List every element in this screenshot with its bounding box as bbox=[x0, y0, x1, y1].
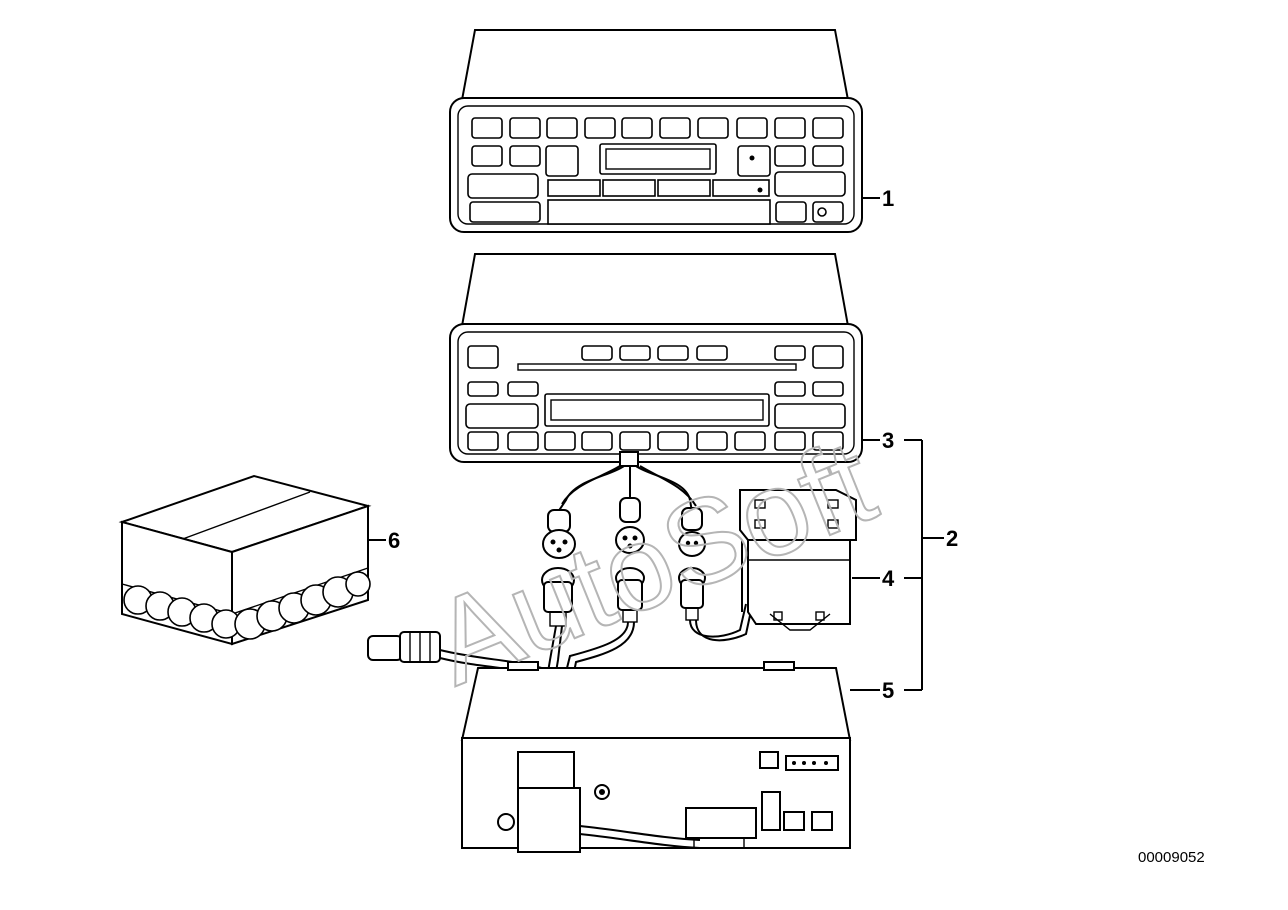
connector-socket-left bbox=[541, 567, 575, 627]
group-bracket-2 bbox=[904, 439, 944, 691]
callout-5[interactable]: 5 bbox=[882, 678, 894, 703]
connector-socket-right bbox=[678, 567, 706, 621]
connector-plug-right bbox=[678, 507, 706, 557]
display-window bbox=[599, 143, 717, 175]
callout-4[interactable]: 4 bbox=[882, 566, 895, 591]
callout-1[interactable]: 1 bbox=[882, 186, 894, 211]
cd-slot bbox=[517, 363, 797, 371]
box-6[interactable] bbox=[118, 474, 372, 646]
connector-plug-middle bbox=[615, 497, 645, 554]
bracket-4[interactable] bbox=[739, 489, 857, 631]
roll-circles bbox=[123, 571, 371, 640]
callout-3[interactable]: 3 bbox=[882, 428, 894, 453]
reference-number: 00009052 bbox=[1138, 849, 1205, 866]
button-row-top bbox=[471, 117, 844, 139]
connector-socket-middle bbox=[615, 567, 645, 623]
amplifier-5[interactable] bbox=[460, 661, 852, 853]
button-row-bottom bbox=[467, 431, 844, 451]
display-window bbox=[544, 393, 770, 427]
cable-harness[interactable] bbox=[367, 451, 753, 677]
radio-unit-1[interactable] bbox=[449, 29, 863, 233]
callout-6[interactable]: 6 bbox=[388, 528, 400, 553]
radio-unit-3[interactable] bbox=[449, 253, 863, 463]
callout-2[interactable]: 2 bbox=[946, 526, 958, 551]
connector-plug-left bbox=[542, 509, 576, 559]
inline-connector-left bbox=[367, 631, 441, 663]
